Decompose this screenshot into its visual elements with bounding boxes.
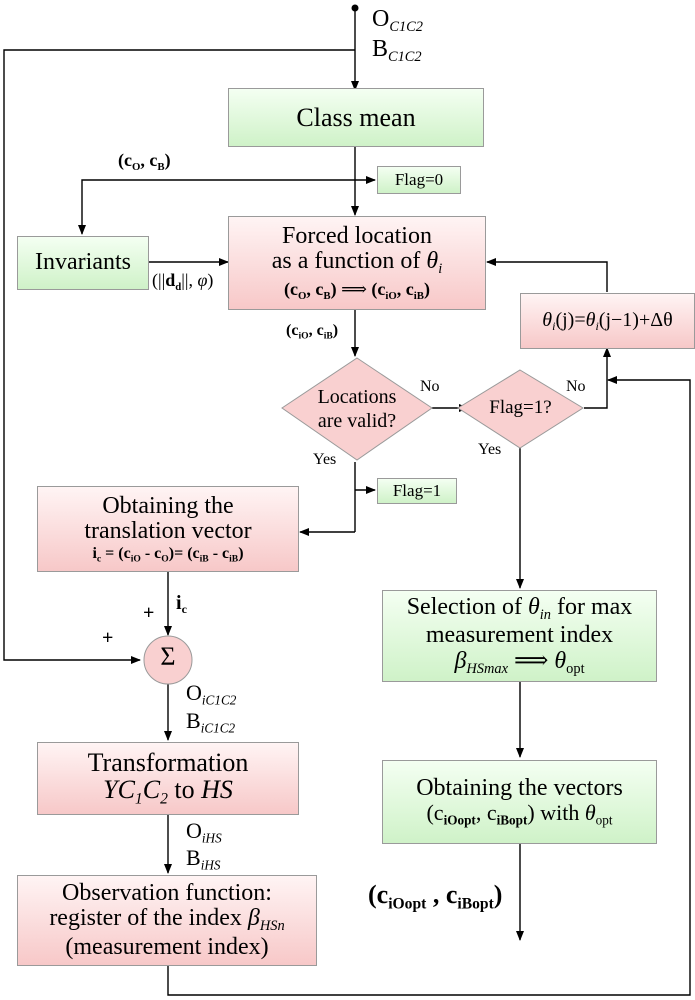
hs-out-o: OiHS <box>186 818 222 846</box>
theta-update-box: θi(j)=θi(j−1)+Δθ <box>520 293 695 349</box>
sum-node <box>143 635 193 685</box>
flag-check-text: Flag=1? <box>489 397 552 418</box>
invariants-output-label: (||dd||, φ) <box>152 270 214 293</box>
plus-left: + <box>102 627 114 649</box>
vectors-box: Obtaining the vectors (ciOopt, ciBopt) w… <box>382 760 657 844</box>
locations-valid-diamond <box>281 357 433 461</box>
flag-check-diamond <box>457 369 584 449</box>
cib-label: (ciO, ciB) <box>286 322 339 342</box>
sum-out-o: OiC1C2 <box>186 680 237 708</box>
hs-out-b: BiHS <box>186 845 221 873</box>
sum-out-b: BiC1C2 <box>186 708 236 736</box>
no-label-1: No <box>420 378 440 395</box>
yes-label-2: Yes <box>478 441 502 458</box>
to-invariants-arrow <box>78 179 355 235</box>
flag0-box: Flag=0 <box>377 166 461 194</box>
final-output-label: (ciOopt , ciBopt) <box>368 880 503 913</box>
flagcheck-no-arrow <box>584 347 611 409</box>
sigma-symbol: Σ <box>160 642 176 671</box>
right-feedback-arrow <box>530 376 691 996</box>
observation-box: Observation function: register of the in… <box>17 875 317 966</box>
yes-label-1: Yes <box>313 451 337 468</box>
forced-location-box: Forced location as a function of θi (cO,… <box>228 216 486 310</box>
theta-to-forced-arrow <box>486 258 608 292</box>
left-feedback-arrow <box>3 49 355 664</box>
input-o: OC1C2 <box>372 6 423 36</box>
invariants-box: Invariants <box>17 236 149 290</box>
input-b: BC1C2 <box>372 36 422 66</box>
cb-label: (cO, cB) <box>118 150 171 173</box>
plus-top: + <box>143 602 155 624</box>
selection-box: Selection of θin for max measurement ind… <box>382 590 657 682</box>
transformation-box: Transformation YC1C2 to HS <box>37 742 299 815</box>
flag1-box: Flag=1 <box>377 478 457 504</box>
start-dot <box>351 4 359 12</box>
ic-label: ic <box>176 592 187 617</box>
no-label-2: No <box>566 378 586 395</box>
translation-box: Obtaining the translation vector ic = (c… <box>37 486 299 572</box>
observation-out-line <box>167 966 530 996</box>
class-mean-box: Class mean <box>228 88 484 147</box>
